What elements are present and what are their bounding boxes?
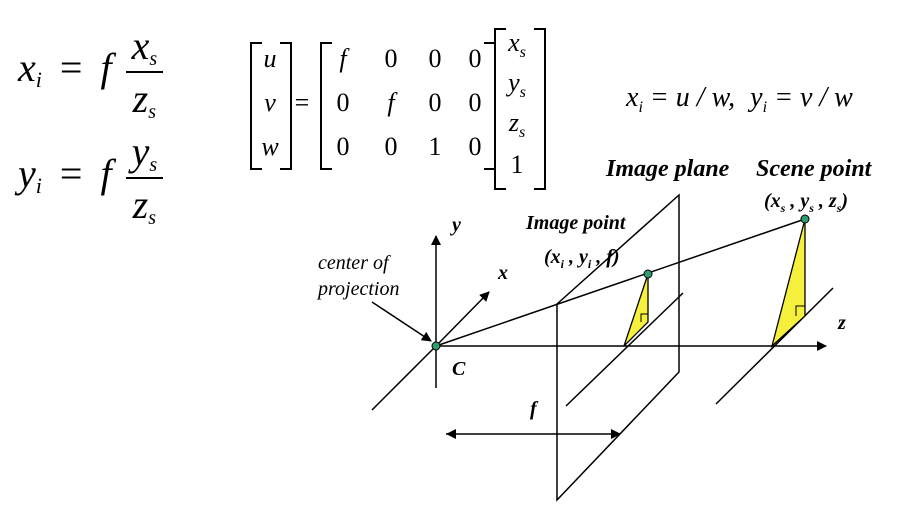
x-axis-label: x <box>498 262 508 284</box>
eq-xi-lhs: x <box>18 45 36 91</box>
image-plane <box>556 193 680 502</box>
m-21: 0 <box>384 132 398 161</box>
rhs-bracket-left <box>494 28 506 190</box>
m-12: 0 <box>428 88 442 117</box>
m-11: f <box>387 88 395 117</box>
m-03: 0 <box>468 44 482 73</box>
x-axis <box>435 291 490 347</box>
focal-label: f <box>530 398 537 420</box>
center-label-1: center of <box>318 252 389 274</box>
rhs-ys-sub: s <box>519 84 526 101</box>
x-axis-back <box>371 345 437 411</box>
z-axis-label: z <box>838 312 846 334</box>
rhs-xs-sub: s <box>519 44 526 61</box>
equation-xi: xi = f xs zs <box>18 22 164 123</box>
eq-xi-den: z <box>132 76 149 121</box>
m-20: 0 <box>336 132 350 161</box>
y-axis-label: y <box>452 214 461 236</box>
origin-label: C <box>452 358 466 380</box>
scene-point <box>800 214 810 224</box>
scene-right-angle <box>795 305 805 316</box>
eq-yi-lhs-sub: i <box>35 173 42 199</box>
eq-xi-fraction: xs zs <box>125 22 164 123</box>
rhs-one: 1 <box>510 150 524 179</box>
eq-yi-fraction: ys zs <box>125 128 164 229</box>
lhs-v: v <box>264 88 276 117</box>
eq-xi-num: x <box>131 23 150 68</box>
eq-xi-den-sub: s <box>148 101 157 123</box>
eq-yi-den-sub: s <box>148 207 157 229</box>
scene-point-coords: (xs , ys , zs) <box>764 190 849 215</box>
eq-yi-equals: = <box>59 151 83 197</box>
matrix-equation: u v w = f 0 0 0 0 f 0 0 0 0 1 0 xs ys zs… <box>0 0 900 200</box>
image-plane-label: Image plane <box>606 156 730 182</box>
rhs-ys: ys <box>502 68 532 101</box>
eq-xi-f: f <box>100 45 112 91</box>
equation-yi: yi = f ys zs <box>18 128 164 229</box>
eq-xi-equals: = <box>59 45 83 91</box>
eq-yi-f: f <box>100 151 112 197</box>
lhs-u: u <box>263 44 277 73</box>
m-01: 0 <box>384 44 398 73</box>
rhs-ys-var: y <box>508 68 520 97</box>
m-00: f <box>339 44 347 73</box>
lhs-w: w <box>261 132 279 161</box>
rhs-xs: xs <box>502 28 532 61</box>
rhs-zs-sub: s <box>518 124 526 141</box>
scene-triangle <box>770 218 806 348</box>
eq-yi-num: y <box>131 129 150 174</box>
m-10: 0 <box>336 88 350 117</box>
rhs-zs: zs <box>502 108 532 141</box>
m-02: 0 <box>428 44 442 73</box>
image-point-label: Image point <box>526 212 626 234</box>
right-eq-yi-rest: = v / w <box>767 82 853 113</box>
center-point <box>431 341 441 351</box>
projection-ray <box>435 218 806 347</box>
scene-point-label: Scene point <box>756 156 872 182</box>
eq-xi-num-sub: s <box>149 48 158 70</box>
m-22: 1 <box>428 132 442 161</box>
right-equation: xi = u / w, yi = v / w <box>626 82 853 116</box>
image-triangle <box>623 273 649 347</box>
m-13: 0 <box>468 88 482 117</box>
focal-arrow-left-head <box>446 429 456 439</box>
image-point <box>643 269 653 279</box>
image-right-angle <box>640 313 648 322</box>
scene-diag-line <box>715 287 834 405</box>
image-diag-line <box>565 292 684 407</box>
eq-yi-num-sub: s <box>149 154 158 176</box>
matrix-equals: = <box>294 88 310 117</box>
m-bracket-left <box>320 42 332 170</box>
rhs-zs-var: z <box>508 108 519 137</box>
eq-yi-den: z <box>132 182 149 227</box>
right-eq-xi-rest: = u / w, <box>642 82 736 113</box>
center-label-2: projection <box>318 278 400 300</box>
eq-yi-lhs: y <box>18 151 36 197</box>
center-pointer <box>371 301 432 342</box>
right-eq-yi-sub: i <box>762 99 768 116</box>
image-point-coords: (xi , yi , f) <box>544 246 620 271</box>
rhs-bracket-right <box>534 28 546 190</box>
m-23: 0 <box>468 132 482 161</box>
lhs-bracket-right <box>280 42 292 170</box>
right-eq-yi: y <box>750 82 763 113</box>
right-eq-xi: x <box>626 82 639 113</box>
lhs-bracket-left <box>250 42 262 170</box>
right-eq-xi-sub: i <box>638 99 643 116</box>
eq-xi-lhs-sub: i <box>35 67 42 93</box>
rhs-xs-var: x <box>508 28 520 57</box>
